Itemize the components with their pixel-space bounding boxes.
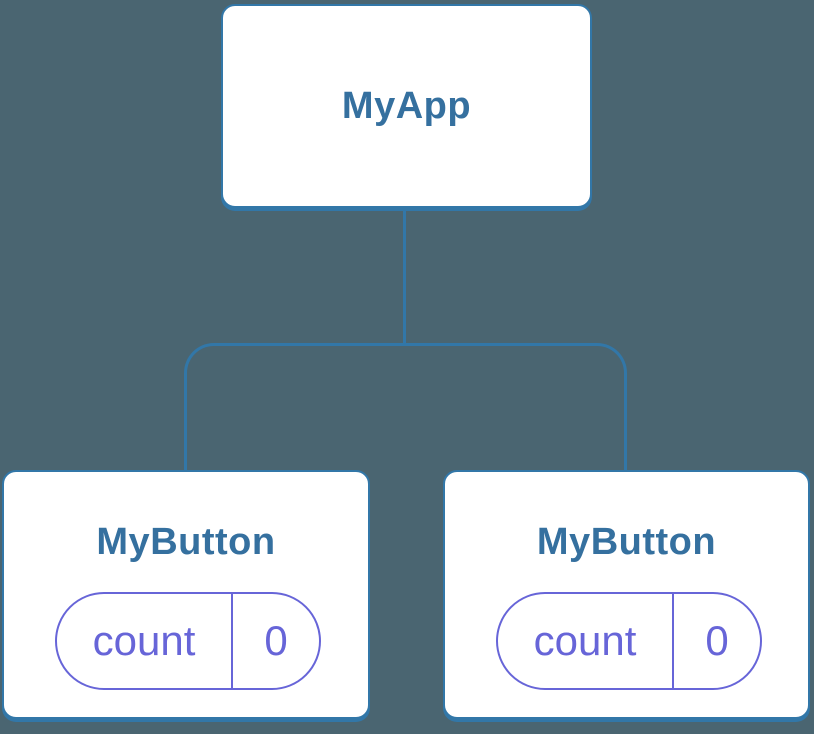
child-component-node-1: MyButton count 0 xyxy=(2,470,370,719)
root-component-label: MyApp xyxy=(341,84,472,127)
state-key-label: count xyxy=(57,594,233,688)
state-pill: count 0 xyxy=(496,592,762,690)
state-key-label: count xyxy=(498,594,674,688)
state-value-label: 0 xyxy=(264,617,288,664)
child-component-label: MyButton xyxy=(536,521,717,563)
child-component-node-2: MyButton count 0 xyxy=(443,470,810,719)
tree-connector-stem xyxy=(403,204,406,346)
child-component-label: MyButton xyxy=(96,521,276,563)
state-pill: count 0 xyxy=(55,592,321,690)
tree-connector-bracket xyxy=(184,343,627,475)
root-component-node: MyApp xyxy=(221,4,592,208)
state-value-label: 0 xyxy=(705,617,729,664)
